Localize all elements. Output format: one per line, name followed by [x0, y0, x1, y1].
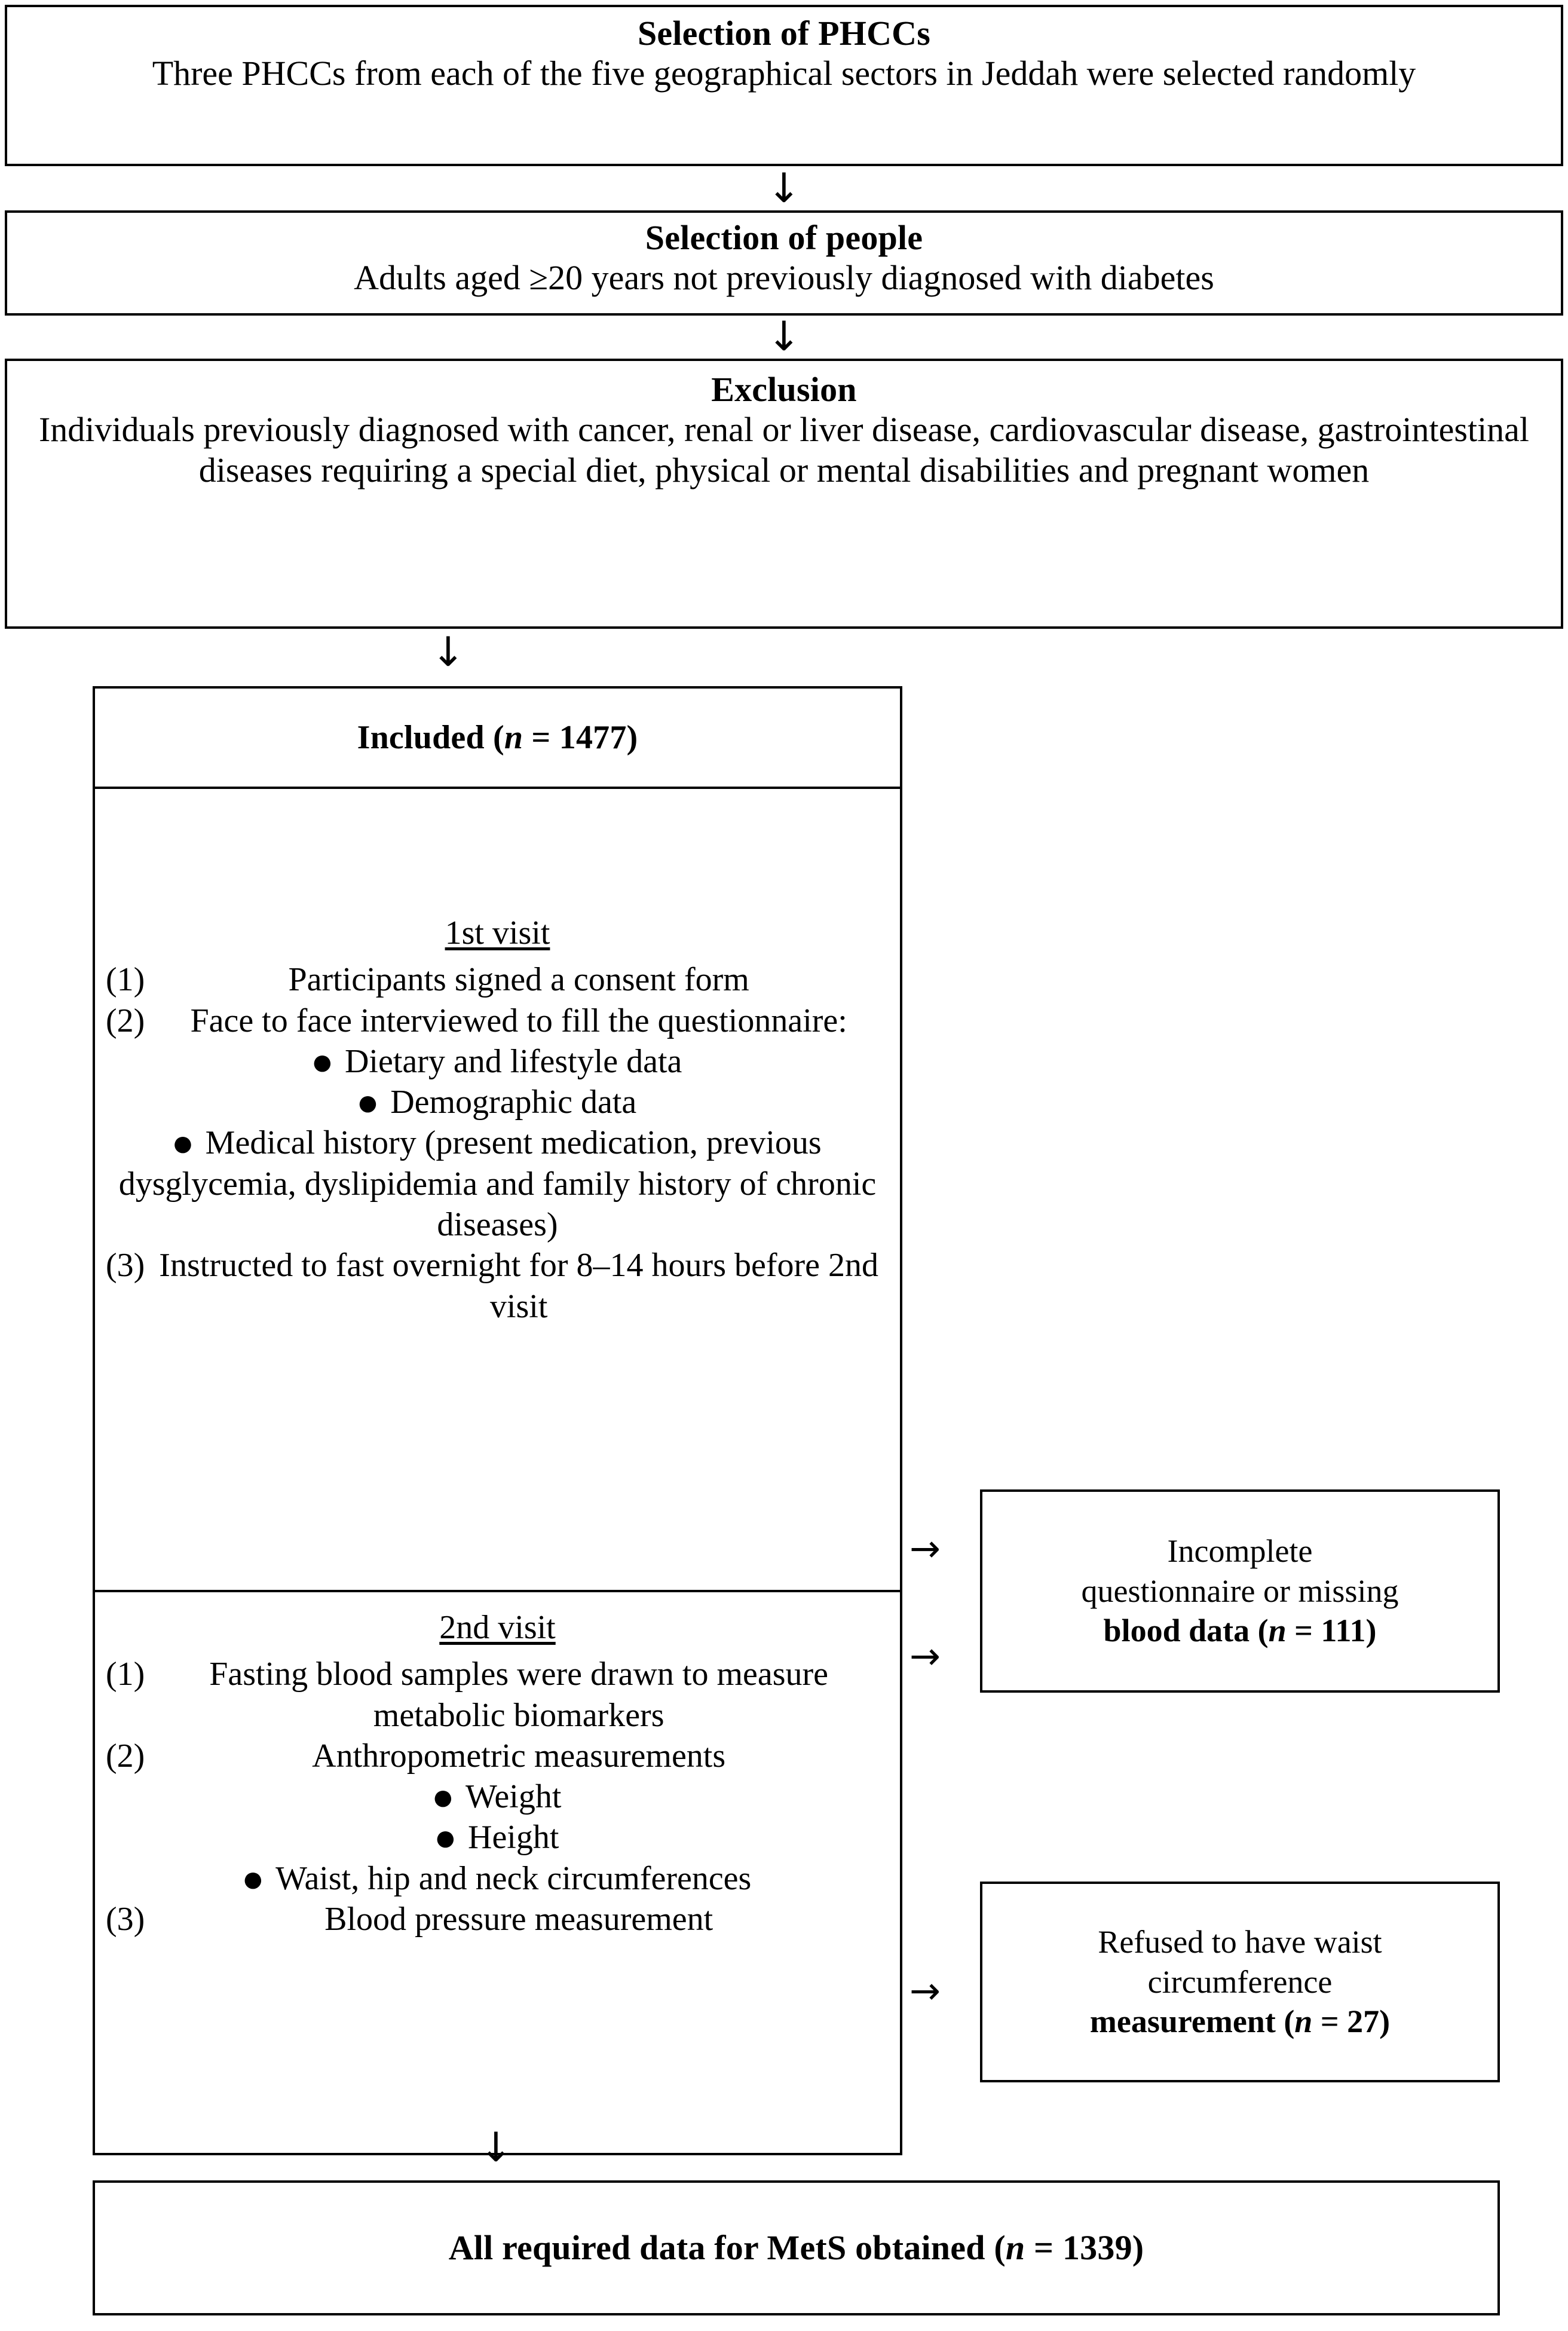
item-marker: (2): [106, 1737, 145, 1775]
item-text: Fasting blood samples were drawn to meas…: [209, 1656, 829, 1734]
final-n-symbol: n: [1005, 2228, 1025, 2268]
bullet-dot-icon: ●: [243, 1867, 263, 1892]
arrow-right-to-refused: →: [909, 1969, 941, 2012]
bullet-text: Waist, hip and neck circumferences: [275, 1859, 752, 1897]
incomplete-line-3-suffix: = 111): [1286, 1613, 1377, 1649]
second-visit-bullet-3: ● Waist, hip and neck circumferences: [106, 1858, 889, 1899]
arrow-down-exclusion-to-included: ↓: [431, 629, 466, 676]
people-text: Adults aged ≥20 years not previously dia…: [354, 258, 1214, 298]
second-visit-bullet-1: ● Weight: [106, 1776, 889, 1817]
incomplete-line-1: Incomplete: [1167, 1532, 1313, 1569]
second-visit-item-1: (1) Fasting blood samples were drawn to …: [106, 1654, 889, 1736]
bullet-dot-icon: ●: [433, 1785, 453, 1810]
incomplete-line-3-prefix: blood data (: [1103, 1613, 1269, 1649]
incomplete-line-2: questionnaire or missing: [1081, 1573, 1399, 1609]
item-text: Instructed to fast overnight for 8–14 ho…: [159, 1247, 878, 1325]
arrow-right-to-incomplete-upper: →: [909, 1527, 941, 1570]
bullet-text: Weight: [466, 1778, 562, 1816]
bullet-text: Demographic data: [390, 1084, 637, 1121]
second-visit-item-2: (2) Anthropometric measurements: [106, 1736, 889, 1776]
included-n-symbol: n: [504, 718, 523, 756]
phcc-title: Selection of PHCCs: [637, 14, 931, 53]
exclusion-title: Exclusion: [711, 370, 857, 409]
item-text: Participants signed a consent form: [288, 961, 749, 999]
bullet-text: Dietary and lifestyle data: [344, 1042, 682, 1080]
item-marker: (1): [106, 1656, 145, 1693]
exclusion-text: Individuals previously diagnosed with ca…: [38, 410, 1530, 490]
box-all-required-data: All required data for MetS obtained (n =…: [93, 2180, 1500, 2315]
bullet-text: Height: [468, 1819, 559, 1856]
box-exclusion: Exclusion Individuals previously diagnos…: [5, 359, 1563, 629]
arrow-right-to-incomplete-lower: →: [909, 1634, 941, 1678]
box-incomplete-questionnaire: Incomplete questionnaire or missing bloo…: [980, 1489, 1500, 1693]
second-visit-bullet-2: ● Height: [106, 1817, 889, 1858]
first-visit-bullet-2: ● Demographic data: [106, 1082, 889, 1122]
item-text: Anthropometric measurements: [312, 1737, 726, 1775]
refused-n-symbol: n: [1294, 2003, 1313, 2040]
first-visit-heading: 1st visit: [445, 914, 550, 952]
included-title: Included (n = 1477): [357, 718, 638, 756]
bullet-dot-icon: ●: [358, 1091, 378, 1116]
first-visit-item-2: (2) Face to face interviewed to fill the…: [106, 1001, 889, 1041]
first-visit-item-1: (1) Participants signed a consent form: [106, 959, 889, 1000]
item-marker: (2): [106, 1002, 145, 1039]
second-visit-heading: 2nd visit: [439, 1609, 556, 1646]
box-selection-of-phccs: Selection of PHCCs Three PHCCs from each…: [5, 5, 1563, 166]
first-visit-bullet-1: ● Dietary and lifestyle data: [106, 1041, 889, 1082]
refused-line-3-prefix: measurement (: [1089, 2003, 1295, 2040]
arrow-down-phcc-to-people: ↓: [767, 165, 801, 212]
box-included: Included (n = 1477) 1st visit (1) Partic…: [93, 686, 902, 2155]
final-text: All required data for MetS obtained (n =…: [449, 2228, 1144, 2268]
arrow-down-to-final: ↓: [479, 2124, 513, 2171]
incomplete-n-symbol: n: [1268, 1613, 1287, 1649]
bullet-text: Medical history (present medication, pre…: [118, 1124, 877, 1244]
phcc-text: Three PHCCs from each of the five geogra…: [152, 54, 1416, 93]
refused-line-1: Refused to have waist: [1098, 1923, 1382, 1960]
item-marker: (1): [106, 961, 145, 999]
second-visit-item-3: (3) Blood pressure measurement: [106, 1899, 889, 1940]
section-first-visit: 1st visit (1) Participants signed a cons…: [95, 789, 900, 1592]
refused-line-2: circumference: [1147, 1963, 1333, 2000]
item-marker: (3): [106, 1901, 145, 1938]
bullet-dot-icon: ●: [313, 1050, 332, 1075]
first-visit-item-3: (3) Instructed to fast overnight for 8–1…: [106, 1245, 889, 1327]
box-selection-of-people: Selection of people Adults aged ≥20 year…: [5, 210, 1563, 316]
item-text: Face to face interviewed to fill the que…: [190, 1002, 847, 1039]
final-suffix: = 1339): [1025, 2228, 1144, 2268]
refused-text: Refused to have waist circumference meas…: [1090, 1922, 1390, 2042]
first-visit-bullet-3: ●Medical history (present medication, pr…: [106, 1122, 889, 1245]
arrow-down-people-to-exclusion: ↓: [767, 313, 801, 360]
item-text: Blood pressure measurement: [324, 1901, 713, 1938]
final-prefix: All required data for MetS obtained (: [448, 2228, 1006, 2268]
box-refused-waist-measurement: Refused to have waist circumference meas…: [980, 1882, 1500, 2082]
bullet-dot-icon: ●: [173, 1131, 192, 1157]
item-marker: (3): [106, 1247, 145, 1284]
refused-line-3-suffix: = 27): [1312, 2003, 1391, 2040]
incomplete-text: Incomplete questionnaire or missing bloo…: [1082, 1531, 1399, 1651]
bullet-dot-icon: ●: [436, 1826, 455, 1851]
people-title: Selection of people: [645, 218, 923, 257]
included-header: Included (n = 1477): [95, 689, 900, 789]
section-second-visit: 2nd visit (1) Fasting blood samples were…: [95, 1592, 900, 2153]
